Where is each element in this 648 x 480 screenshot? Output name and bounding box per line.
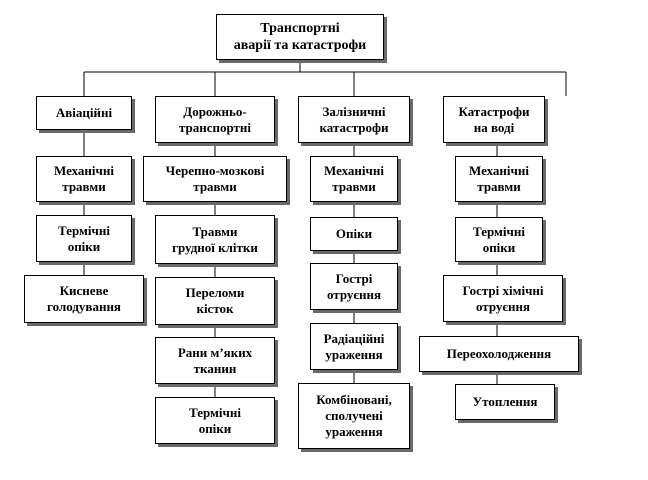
- category-railway: Залізничні катастрофи: [298, 96, 410, 143]
- railway-item-acute-poisoning: Гострі отруєння: [310, 263, 398, 310]
- category-water: Катастрофи на воді: [443, 96, 545, 143]
- category-aviation: Авіаційні: [36, 96, 132, 130]
- aviation-item-thermal-burns: Термічні опіки: [36, 215, 132, 262]
- railway-item-burns: Опіки: [310, 217, 398, 251]
- road-item-soft-tissue-wounds: Рани м’яких тканин: [155, 337, 275, 384]
- water-item-drowning: Утоплення: [455, 384, 555, 420]
- road-item-chest-injuries: Травми грудної клітки: [155, 215, 275, 264]
- road-item-thermal-burns: Термічні опіки: [155, 397, 275, 444]
- railway-item-combined-injuries: Комбіновані, сполучені ураження: [298, 383, 410, 449]
- water-item-hypothermia: Переохолодження: [419, 336, 579, 372]
- road-item-craniocerebral-injuries: Черепно-мозкові травми: [143, 156, 287, 202]
- category-road-transport: Дорожньо- транспортні: [155, 96, 275, 143]
- water-item-thermal-burns: Термічні опіки: [455, 217, 543, 262]
- root-node: Транспортні аварії та катастрофи: [216, 14, 384, 60]
- railway-item-radiation-injuries: Радіаційні ураження: [310, 323, 398, 370]
- aviation-item-mechanical-injuries: Механічні травми: [36, 156, 132, 202]
- water-item-mechanical-injuries: Механічні травми: [455, 156, 543, 202]
- aviation-item-oxygen-starvation: Кисневе голодування: [24, 275, 144, 323]
- water-item-acute-chemical-poisoning: Гострі хімічні отруєння: [443, 275, 563, 322]
- road-item-bone-fractures: Переломи кісток: [155, 277, 275, 325]
- railway-item-mechanical-injuries: Механічні травми: [310, 156, 398, 202]
